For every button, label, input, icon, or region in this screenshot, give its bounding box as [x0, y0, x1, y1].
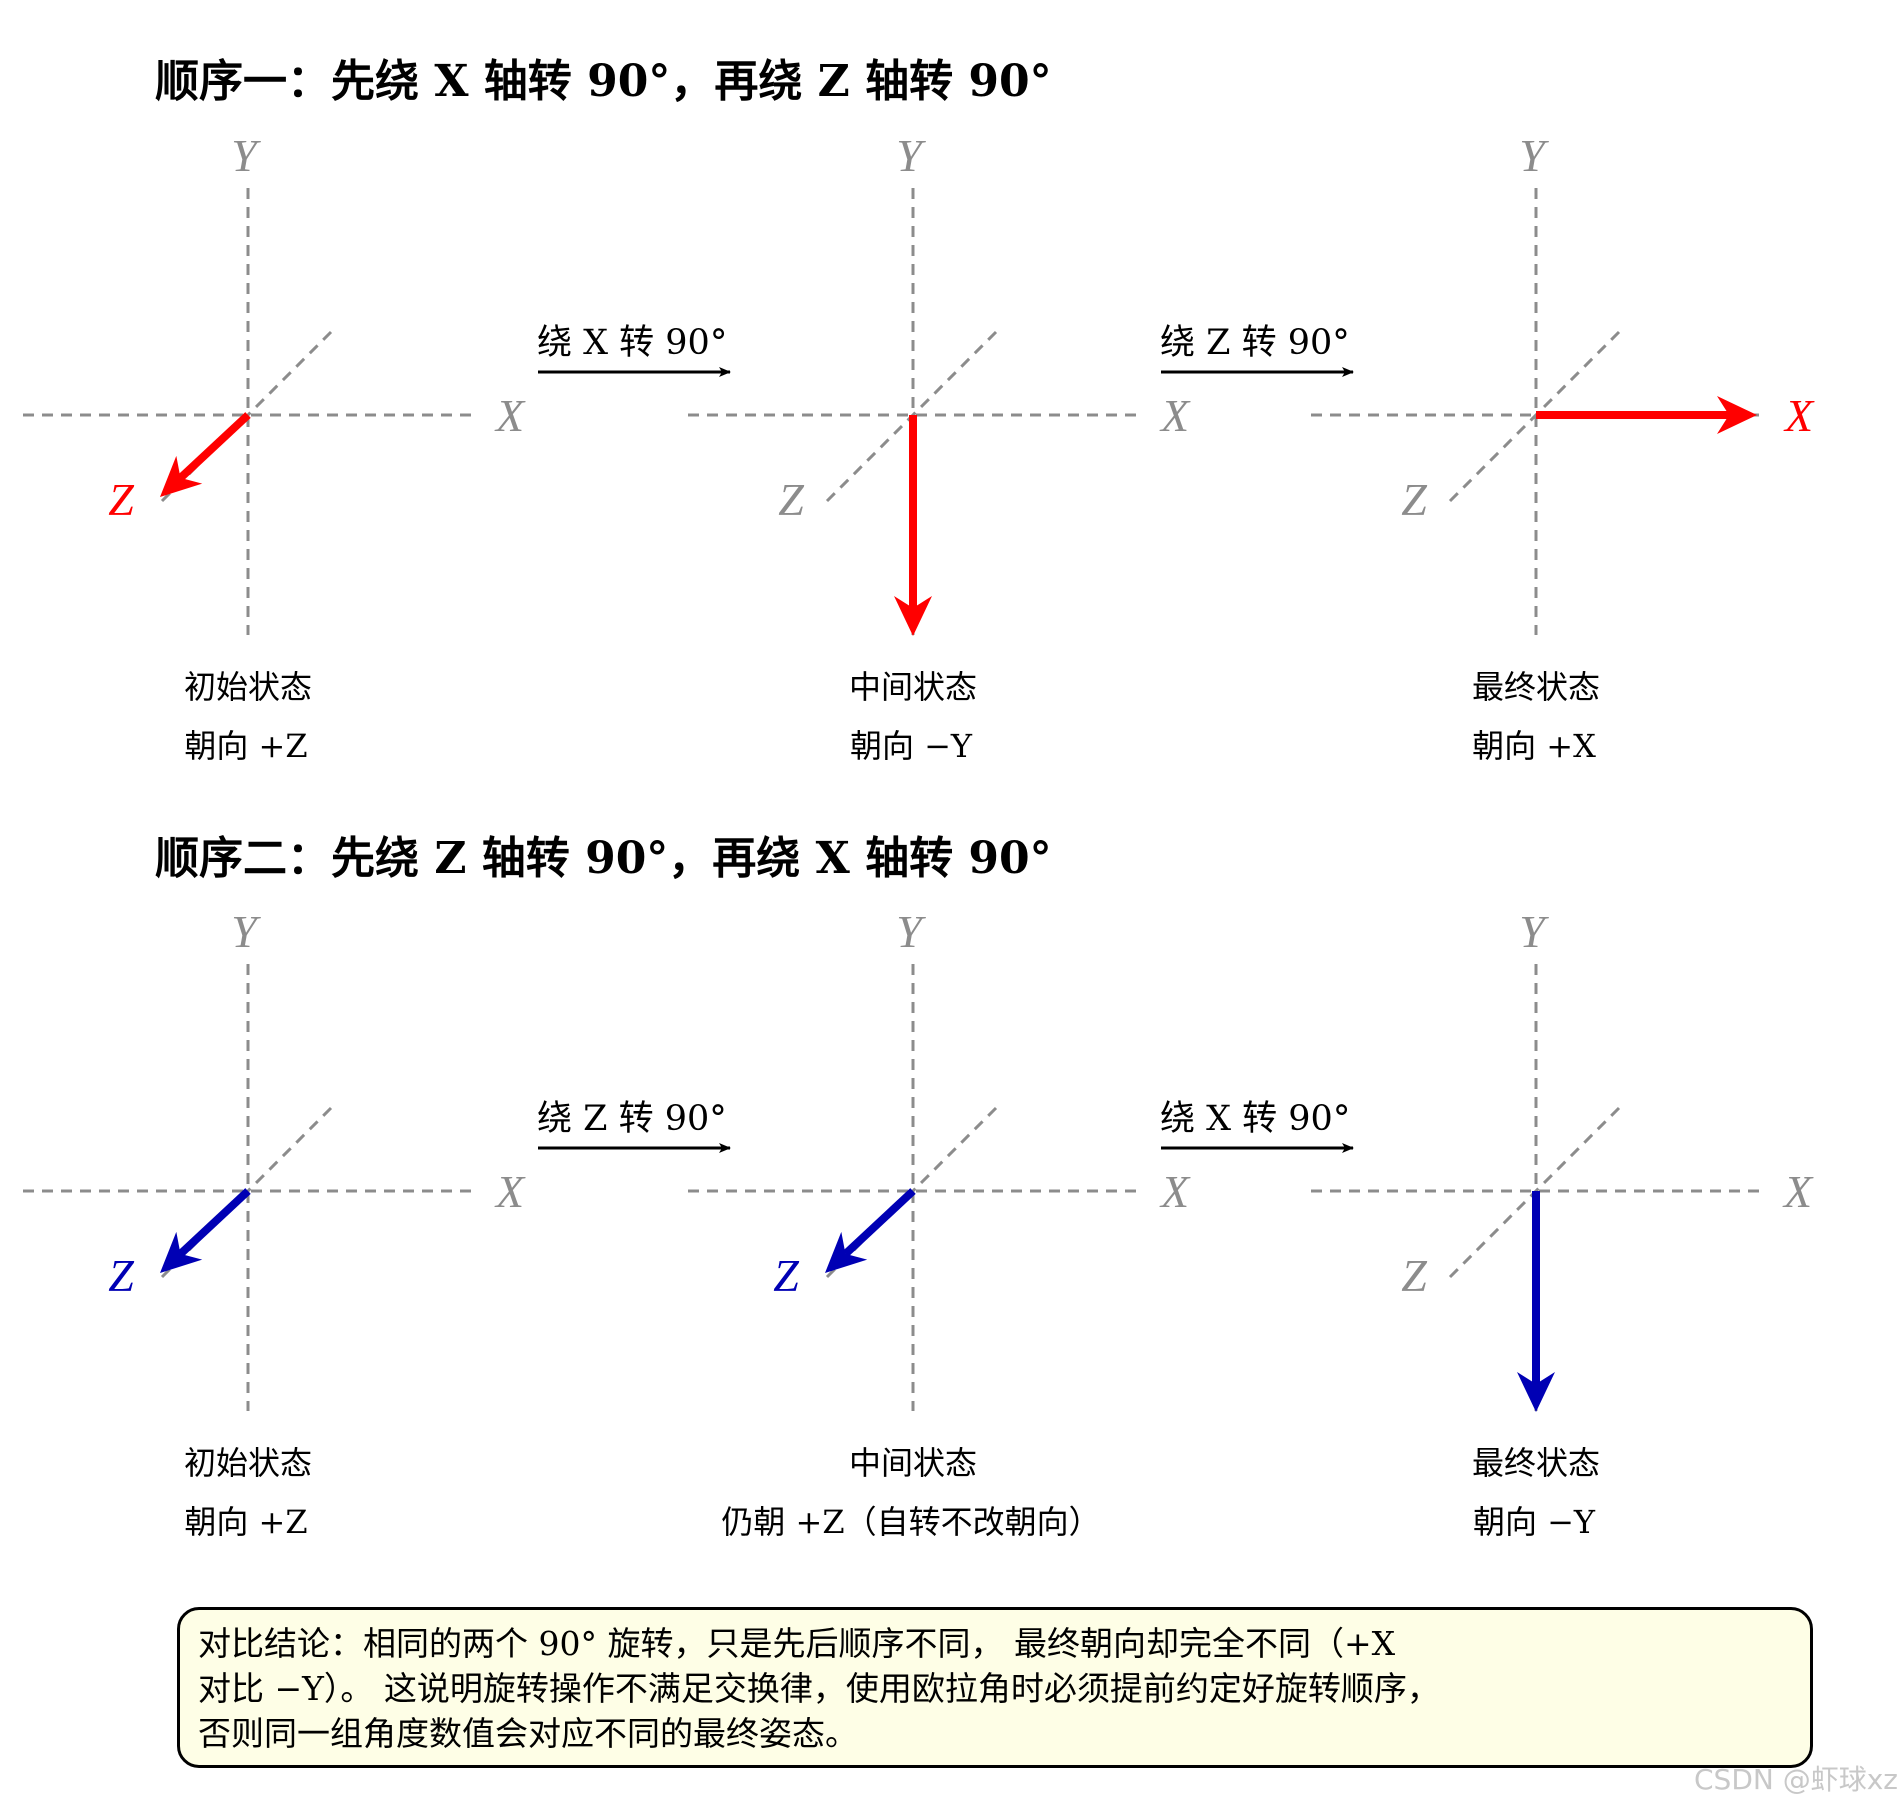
sequence1-step1: 绕 X 转 90° — [537, 323, 731, 377]
facing-caption: 朝向 −Y — [1473, 1503, 1596, 1541]
direction-vector-shaft — [177, 412, 251, 481]
conclusion-box: 对比结论：相同的两个 90° 旋转，只是先后顺序不同， 最终朝向却完全不同（+X… — [177, 1607, 1813, 1768]
state-caption: 最终状态 — [1472, 1444, 1600, 1482]
x-axis-label: X — [494, 390, 526, 441]
y-axis-label: Y — [1519, 130, 1549, 181]
direction-vector-head — [825, 1231, 868, 1273]
state-caption: 初始状态 — [184, 1444, 312, 1482]
direction-vector-head — [1717, 396, 1757, 434]
direction-vector-head — [894, 596, 932, 636]
watermark: CSDN @虾球xz — [1694, 1763, 1898, 1796]
vector-label: X — [1783, 390, 1815, 441]
x-axis-label: X — [1782, 1166, 1814, 1217]
z-axis-label: Z — [1401, 474, 1427, 525]
sequence1-title: 顺序一：先绕 X 轴转 90°，再绕 Z 轴转 90° — [155, 56, 1052, 107]
direction-vector-shaft — [177, 1188, 251, 1257]
conclusion-line-1: 对比结论：相同的两个 90° 旋转，只是先后顺序不同， 最终朝向却完全不同（+X — [198, 1624, 1396, 1663]
step-label: 绕 Z 转 90° — [1160, 323, 1350, 363]
facing-caption: 朝向 +Z — [184, 1503, 307, 1541]
z-axis-label: Z — [778, 474, 804, 525]
sequence2-step1: 绕 Z 转 90° — [537, 1099, 731, 1153]
y-axis-label: Y — [231, 130, 261, 181]
facing-caption: 朝向 +X — [1472, 727, 1596, 765]
vector-label: Z — [773, 1250, 799, 1301]
vector-label: Z — [108, 1250, 134, 1301]
sequence2-step2: 绕 X 转 90° — [1160, 1099, 1354, 1153]
facing-caption: 仍朝 +Z（自转不改朝向） — [721, 1503, 1100, 1541]
vector-label: Z — [108, 474, 134, 525]
sequence2-title: 顺序二：先绕 Z 轴转 90°，再绕 X 轴转 90° — [155, 833, 1052, 884]
z-axis-label: Z — [1401, 1250, 1427, 1301]
state-caption: 中间状态 — [849, 668, 977, 706]
direction-vector-head — [1517, 1372, 1555, 1412]
facing-caption: 朝向 −Y — [850, 727, 973, 765]
step-label: 绕 X 转 90° — [1160, 1099, 1350, 1139]
y-axis-label: Y — [1519, 906, 1549, 957]
state-caption: 初始状态 — [184, 668, 312, 706]
state-caption: 最终状态 — [1472, 668, 1600, 706]
conclusion-line-3: 否则同一组角度数值会对应不同的最终姿态。 — [198, 1714, 858, 1753]
conclusion-line-2: 对比 −Y）。 这说明旋转操作不满足交换律，使用欧拉角时必须提前约定好旋转顺序， — [198, 1669, 1440, 1708]
y-axis-label: Y — [896, 130, 926, 181]
x-axis-label: X — [1159, 390, 1191, 441]
y-axis-label: Y — [231, 906, 261, 957]
y-axis-label: Y — [896, 906, 926, 957]
facing-caption: 朝向 +Z — [184, 727, 307, 765]
sequence1-step2: 绕 Z 转 90° — [1160, 323, 1354, 377]
x-axis-label: X — [1159, 1166, 1191, 1217]
step-label: 绕 X 转 90° — [537, 323, 727, 363]
direction-vector-head — [160, 455, 203, 497]
direction-vector-shaft — [842, 1188, 916, 1257]
x-axis-label: X — [494, 1166, 526, 1217]
step-label: 绕 Z 转 90° — [537, 1099, 727, 1139]
state-caption: 中间状态 — [849, 1444, 977, 1482]
direction-vector-head — [160, 1231, 203, 1273]
